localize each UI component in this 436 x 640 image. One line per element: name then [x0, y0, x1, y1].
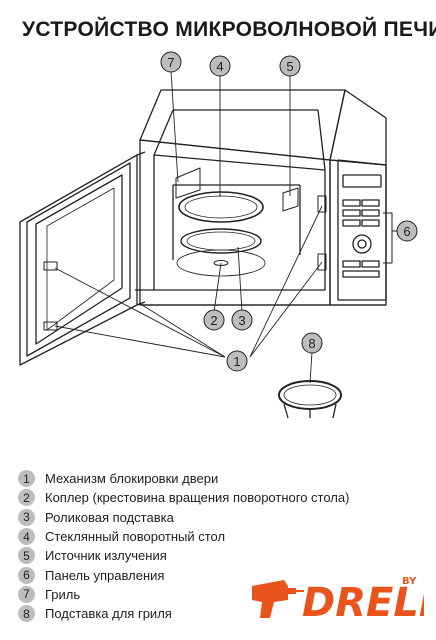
legend-item: 6 Панель управления [18, 565, 349, 584]
radiation-source [282, 187, 299, 212]
callout-5: 5 [279, 55, 301, 77]
legend-item: 3 Роликовая подставка [18, 508, 349, 527]
legend-text: Подставка для гриля [45, 606, 172, 622]
cavity [135, 109, 326, 291]
legend-list: 1 Механизм блокировки двери 2 Коплер (крес… [18, 469, 349, 623]
legend-number: 7 [18, 585, 35, 603]
legend-text: Стеклянный поворотный стол [45, 529, 226, 545]
legend-text: Механизм блокировки двери [45, 471, 219, 487]
control-panel-shape [337, 159, 387, 301]
legend-number: 4 [18, 528, 35, 546]
callout-8: 8 [301, 332, 323, 354]
grill-stand [278, 380, 342, 419]
glass-turntable [178, 191, 264, 223]
legend-number: 1 [18, 470, 35, 488]
roller-stand [180, 228, 262, 254]
svg-text:7: 7 [167, 55, 174, 70]
legend-text: Источник излучения [45, 548, 167, 564]
legend-item: 1 Механизм блокировки двери [18, 469, 349, 488]
legend-item: 7 Гриль [18, 585, 349, 604]
legend-item: 8 Подставка для гриля [18, 604, 349, 623]
legend-number: 3 [18, 508, 35, 526]
svg-text:5: 5 [286, 59, 293, 74]
page-title: УСТРОЙСТВО МИКРОВОЛНОВОЙ ПЕЧИ [22, 18, 436, 41]
legend-number: 6 [18, 566, 35, 584]
dreli-logo: DRELI BY [252, 576, 424, 626]
grill-element [175, 167, 201, 199]
callouts: 7 4 5 6 8 2 3 1 [160, 51, 418, 372]
svg-text:4: 4 [216, 59, 223, 74]
microwave-body [139, 89, 387, 306]
legend-text: Роликовая подставка [45, 509, 174, 525]
callout-7: 7 [160, 51, 182, 73]
door-hook-upper [43, 261, 58, 271]
svg-text:8: 8 [308, 336, 315, 351]
callout-4: 4 [209, 55, 231, 77]
microwave-diagram: 7 4 5 6 8 2 3 1 [19, 51, 418, 419]
legend-text: Гриль [45, 586, 81, 602]
legend-text: Панель управления [45, 567, 165, 583]
logo-suffix: BY [402, 576, 417, 587]
coupler [176, 249, 266, 277]
logo-text: DRELI [302, 580, 424, 626]
drill-icon [252, 580, 304, 618]
callout-6: 6 [396, 220, 418, 242]
lock-slot-lower [317, 253, 327, 271]
legend-number: 8 [18, 605, 35, 623]
legend-number: 5 [18, 547, 35, 565]
legend-item: 2 Коплер (крестовина вращения поворотного… [18, 488, 349, 507]
legend-item: 4 Стеклянный поворотный стол [18, 527, 349, 546]
lock-slot-upper [317, 195, 327, 213]
svg-text:2: 2 [210, 313, 217, 328]
legend-number: 2 [18, 489, 35, 507]
legend-item: 5 Источник излучения [18, 546, 349, 565]
callout-2: 2 [203, 309, 225, 331]
callout-1: 1 [226, 350, 248, 372]
legend-text: Коплер (крестовина вращения поворотного … [45, 490, 350, 506]
svg-text:3: 3 [238, 313, 245, 328]
svg-text:6: 6 [403, 224, 410, 239]
open-door [19, 151, 146, 366]
leader-lines [54, 70, 323, 384]
callout-3: 3 [231, 309, 253, 331]
svg-text:1: 1 [233, 354, 240, 369]
